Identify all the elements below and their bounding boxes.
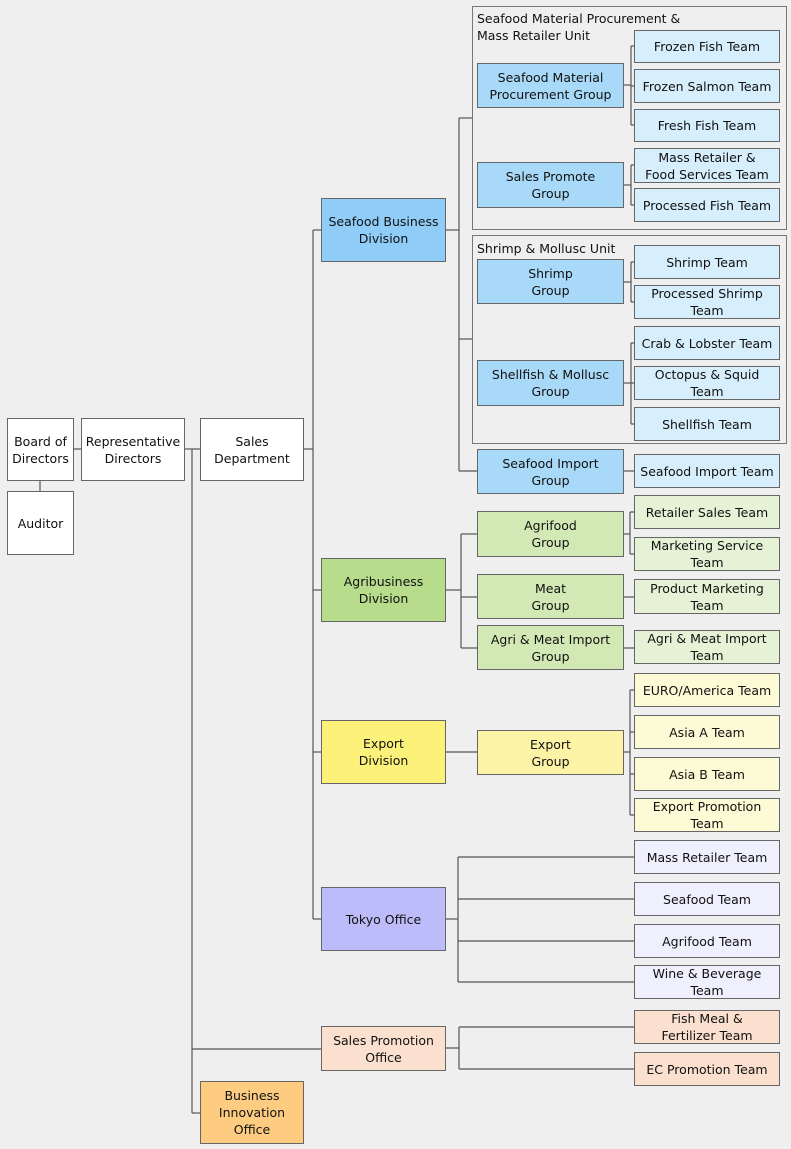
fish-meal-fertilizer-team-box: Fish Meal & Fertilizer Team <box>634 1010 780 1044</box>
agrifood-team-box: Agrifood Team <box>634 924 780 958</box>
mass-retailer-team-box: Mass Retailer Team <box>634 840 780 874</box>
ec-promotion-team-box: EC Promotion Team <box>634 1052 780 1086</box>
frozen-fish-team-box: Frozen Fish Team <box>634 30 780 63</box>
procurement-group-box: Seafood Material Procurement Group <box>477 63 624 108</box>
procurement-unit-label: Seafood Material Procurement & Mass Reta… <box>477 11 681 43</box>
fresh-fish-team-box: Fresh Fish Team <box>634 109 780 142</box>
agri-division-box: Agribusiness Division <box>321 558 446 622</box>
sales-department-box: Sales Department <box>200 418 304 481</box>
export-group-box: Export Group <box>477 730 624 775</box>
frozen-salmon-team-box: Frozen Salmon Team <box>634 69 780 103</box>
seafood-division-box: Seafood Business Division <box>321 198 446 262</box>
shrimp-unit-label: Shrimp & Mollusc Unit <box>477 241 616 256</box>
sales-promote-group-box: Sales Promote Group <box>477 162 624 208</box>
retailer-sales-team-box: Retailer Sales Team <box>634 495 780 529</box>
euro-america-team-box: EURO/America Team <box>634 673 780 707</box>
shrimp-team-box: Shrimp Team <box>634 245 780 279</box>
seafood-import-team-box: Seafood Import Team <box>634 454 780 488</box>
procurement-unit-frame <box>472 6 787 230</box>
asia-b-team-box: Asia B Team <box>634 757 780 791</box>
auditor-box: Auditor <box>7 491 74 555</box>
shrimp-unit-frame <box>472 235 787 444</box>
asia-a-team-box: Asia A Team <box>634 715 780 749</box>
meat-group-box: Meat Group <box>477 574 624 619</box>
product-marketing-team-box: Product Marketing Team <box>634 579 780 614</box>
shrimp-group-box: Shrimp Group <box>477 259 624 304</box>
crab-lobster-team-box: Crab & Lobster Team <box>634 326 780 360</box>
representative-directors-box: Representative Directors <box>81 418 185 481</box>
tokyo-office-box: Tokyo Office <box>321 887 446 951</box>
sales-promotion-office-box: Sales Promotion Office <box>321 1026 446 1071</box>
wine-beverage-team-box: Wine & Beverage Team <box>634 965 780 999</box>
export-promotion-team-box: Export Promotion Team <box>634 798 780 832</box>
seafood-team-box: Seafood Team <box>634 882 780 916</box>
export-division-box: Export Division <box>321 720 446 784</box>
board-of-directors-box: Board of Directors <box>7 418 74 481</box>
business-innovation-office-box: Business Innovation Office <box>200 1081 304 1144</box>
agri-meat-import-team-box: Agri & Meat Import Team <box>634 630 780 664</box>
shellfish-team-box: Shellfish Team <box>634 407 780 441</box>
mass-retailer-food-services-team-box: Mass Retailer & Food Services Team <box>634 148 780 183</box>
agrifood-group-box: Agrifood Group <box>477 511 624 557</box>
octopus-squid-team-box: Octopus & Squid Team <box>634 366 780 400</box>
seafood-import-group-box: Seafood Import Group <box>477 449 624 494</box>
processed-fish-team-box: Processed Fish Team <box>634 188 780 222</box>
shellfish-group-box: Shellfish & Mollusc Group <box>477 360 624 406</box>
marketing-service-team-box: Marketing Service Team <box>634 537 780 571</box>
processed-shrimp-team-box: Processed Shrimp Team <box>634 285 780 319</box>
agri-meat-import-group-box: Agri & Meat Import Group <box>477 625 624 670</box>
